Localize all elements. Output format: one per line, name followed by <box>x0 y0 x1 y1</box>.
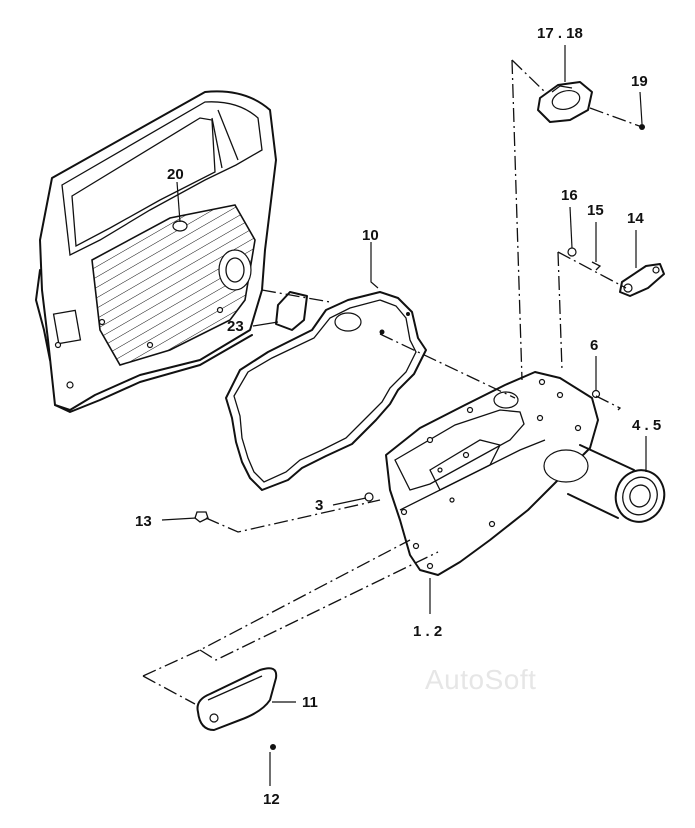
lock-knob-14 <box>619 263 665 297</box>
pull-handle <box>196 667 278 731</box>
callout-16: 16 <box>561 187 578 204</box>
callout-12: 12 <box>263 791 280 808</box>
callout-10: 10 <box>362 227 379 244</box>
spring-15 <box>591 261 602 271</box>
speaker <box>567 444 666 523</box>
callout-11: 11 <box>302 694 318 711</box>
callout-14: 14 <box>627 210 644 227</box>
nut-16 <box>567 247 577 257</box>
watershield-hole <box>334 312 362 332</box>
callout-23: 23 <box>227 318 244 335</box>
callout-15: 15 <box>587 202 604 219</box>
callout-4-5: 4 . 5 <box>632 417 662 434</box>
clip-6 <box>591 389 601 399</box>
clip-3 <box>364 492 374 502</box>
inside-handle-bezel <box>537 81 593 123</box>
callout-1-2: 1 . 2 <box>413 623 443 640</box>
patch-23 <box>275 291 308 331</box>
watershield-inner-edge <box>233 299 417 483</box>
callout-3: 3 <box>315 497 324 514</box>
door-shell <box>35 90 277 413</box>
watermark: AutoSoft <box>425 664 537 695</box>
callout-19: 19 <box>631 73 648 90</box>
callout-17-18: 17 . 18 <box>537 25 583 42</box>
callout-6: 6 <box>590 337 599 354</box>
watershield-sheet <box>225 291 427 491</box>
bolt-13 <box>194 511 209 523</box>
trim-speaker-opening <box>543 449 589 483</box>
callout-13: 13 <box>135 513 152 530</box>
leader-lines <box>161 45 647 786</box>
callout-20: 20 <box>167 166 184 183</box>
assembly-lines <box>142 59 643 705</box>
screw-12 <box>270 744 276 750</box>
